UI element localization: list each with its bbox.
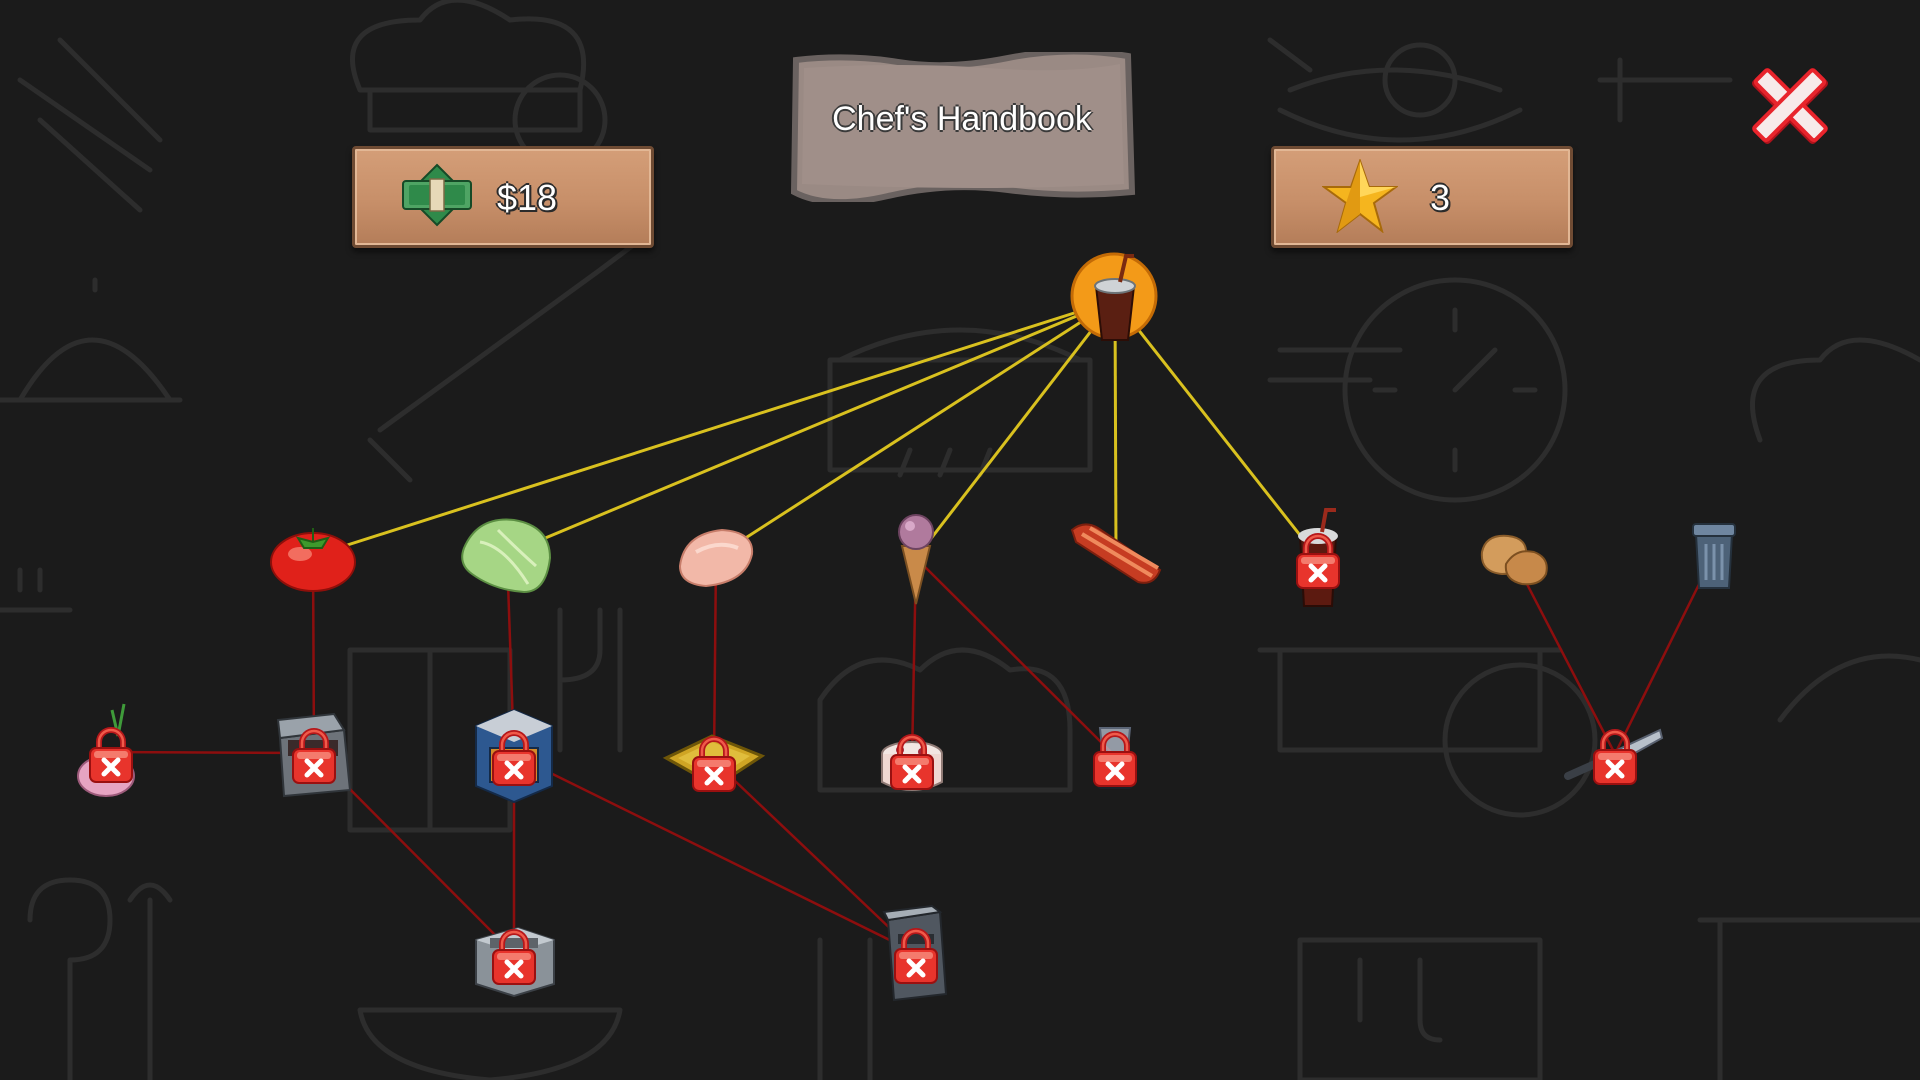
node-bacon[interactable] [1068, 516, 1164, 592]
red-padlock-icon [490, 729, 538, 787]
stars-panel: 3 [1271, 146, 1573, 248]
title-banner [790, 52, 1136, 202]
node-lettuce[interactable] [458, 512, 556, 596]
unlocked-link-soda-cup-lettuce [506, 298, 1116, 556]
red-x-close-icon [1752, 68, 1828, 144]
node-ice-cream[interactable] [894, 510, 938, 606]
node-oven[interactable] [472, 706, 556, 804]
unlocked-link-soda-cup-ice-cream [914, 299, 1117, 559]
node-cake[interactable] [876, 720, 948, 798]
red-padlock-icon [892, 927, 940, 985]
red-padlock-icon [690, 735, 738, 793]
unlocked-link-soda-cup-tomato [312, 298, 1116, 558]
tomato-icon [270, 528, 356, 592]
soda-cup-icon [1070, 252, 1158, 341]
node-milkshake[interactable] [1288, 506, 1348, 610]
node-potato[interactable] [1476, 530, 1552, 588]
cash-stack-icon [399, 163, 475, 232]
money-panel: $18 [352, 146, 654, 248]
node-chicken[interactable] [676, 526, 756, 588]
locked-link-chicken-tray [712, 556, 718, 762]
red-padlock-icon [87, 726, 135, 784]
red-padlock-icon [1591, 728, 1639, 786]
unlocked-link-soda-cup-chicken [715, 298, 1116, 559]
locked-link-oven-toaster [513, 753, 917, 955]
bacon-icon [1070, 523, 1162, 584]
close-button[interactable] [1742, 58, 1838, 154]
locked-link-trash-can-knife [1613, 553, 1716, 755]
node-fryer[interactable] [470, 910, 558, 998]
red-padlock-icon [290, 727, 338, 785]
unlocked-link-soda-cup-bacon [1113, 299, 1118, 555]
lettuce-icon [461, 518, 552, 594]
node-tray[interactable] [662, 728, 766, 794]
node-grill[interactable] [274, 708, 354, 798]
trash-can-icon [1692, 523, 1736, 589]
locked-link-tray-toaster [713, 760, 917, 954]
gold-star-icon [1320, 157, 1400, 238]
money-amount: $18 [497, 177, 558, 218]
node-trash-can[interactable] [1690, 518, 1738, 590]
node-blender[interactable] [1090, 720, 1140, 792]
node-knife[interactable] [1564, 726, 1666, 782]
ice-cream-cone-icon [898, 514, 934, 605]
page-title: Chef's Handbook [832, 100, 1092, 138]
red-padlock-icon [1294, 532, 1342, 590]
red-padlock-icon [490, 928, 538, 986]
node-onion[interactable] [76, 700, 146, 804]
unlocked-link-soda-cup-milkshake [1113, 299, 1320, 559]
potato-icon [1480, 534, 1548, 586]
locked-link-ice-cream-blender [915, 557, 1116, 757]
node-soda-cup[interactable] [1070, 250, 1160, 350]
node-tomato[interactable] [268, 520, 358, 592]
red-padlock-icon [1091, 730, 1139, 788]
locked-link-potato-knife [1512, 558, 1617, 755]
raw-chicken-icon [678, 528, 754, 588]
stars-count: 3 [1430, 177, 1451, 218]
red-padlock-icon [888, 733, 936, 791]
node-toaster[interactable] [880, 904, 952, 1002]
